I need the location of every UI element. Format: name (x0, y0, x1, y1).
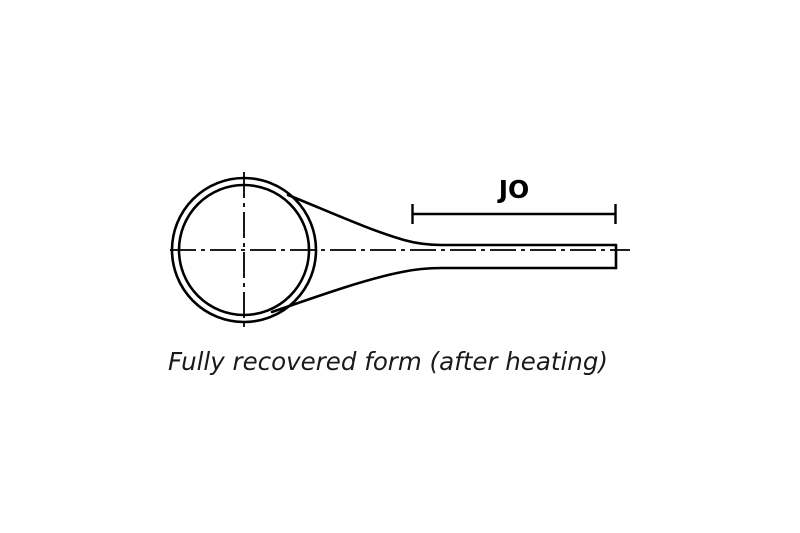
upper-taper-edge (286, 193, 618, 247)
figure-caption: Fully recovered form (after heating) (168, 347, 608, 376)
dimension-label: JO (497, 175, 530, 204)
centerlines (170, 172, 630, 331)
dimension-jo (411, 204, 617, 224)
lower-taper-edge (270, 266, 618, 314)
